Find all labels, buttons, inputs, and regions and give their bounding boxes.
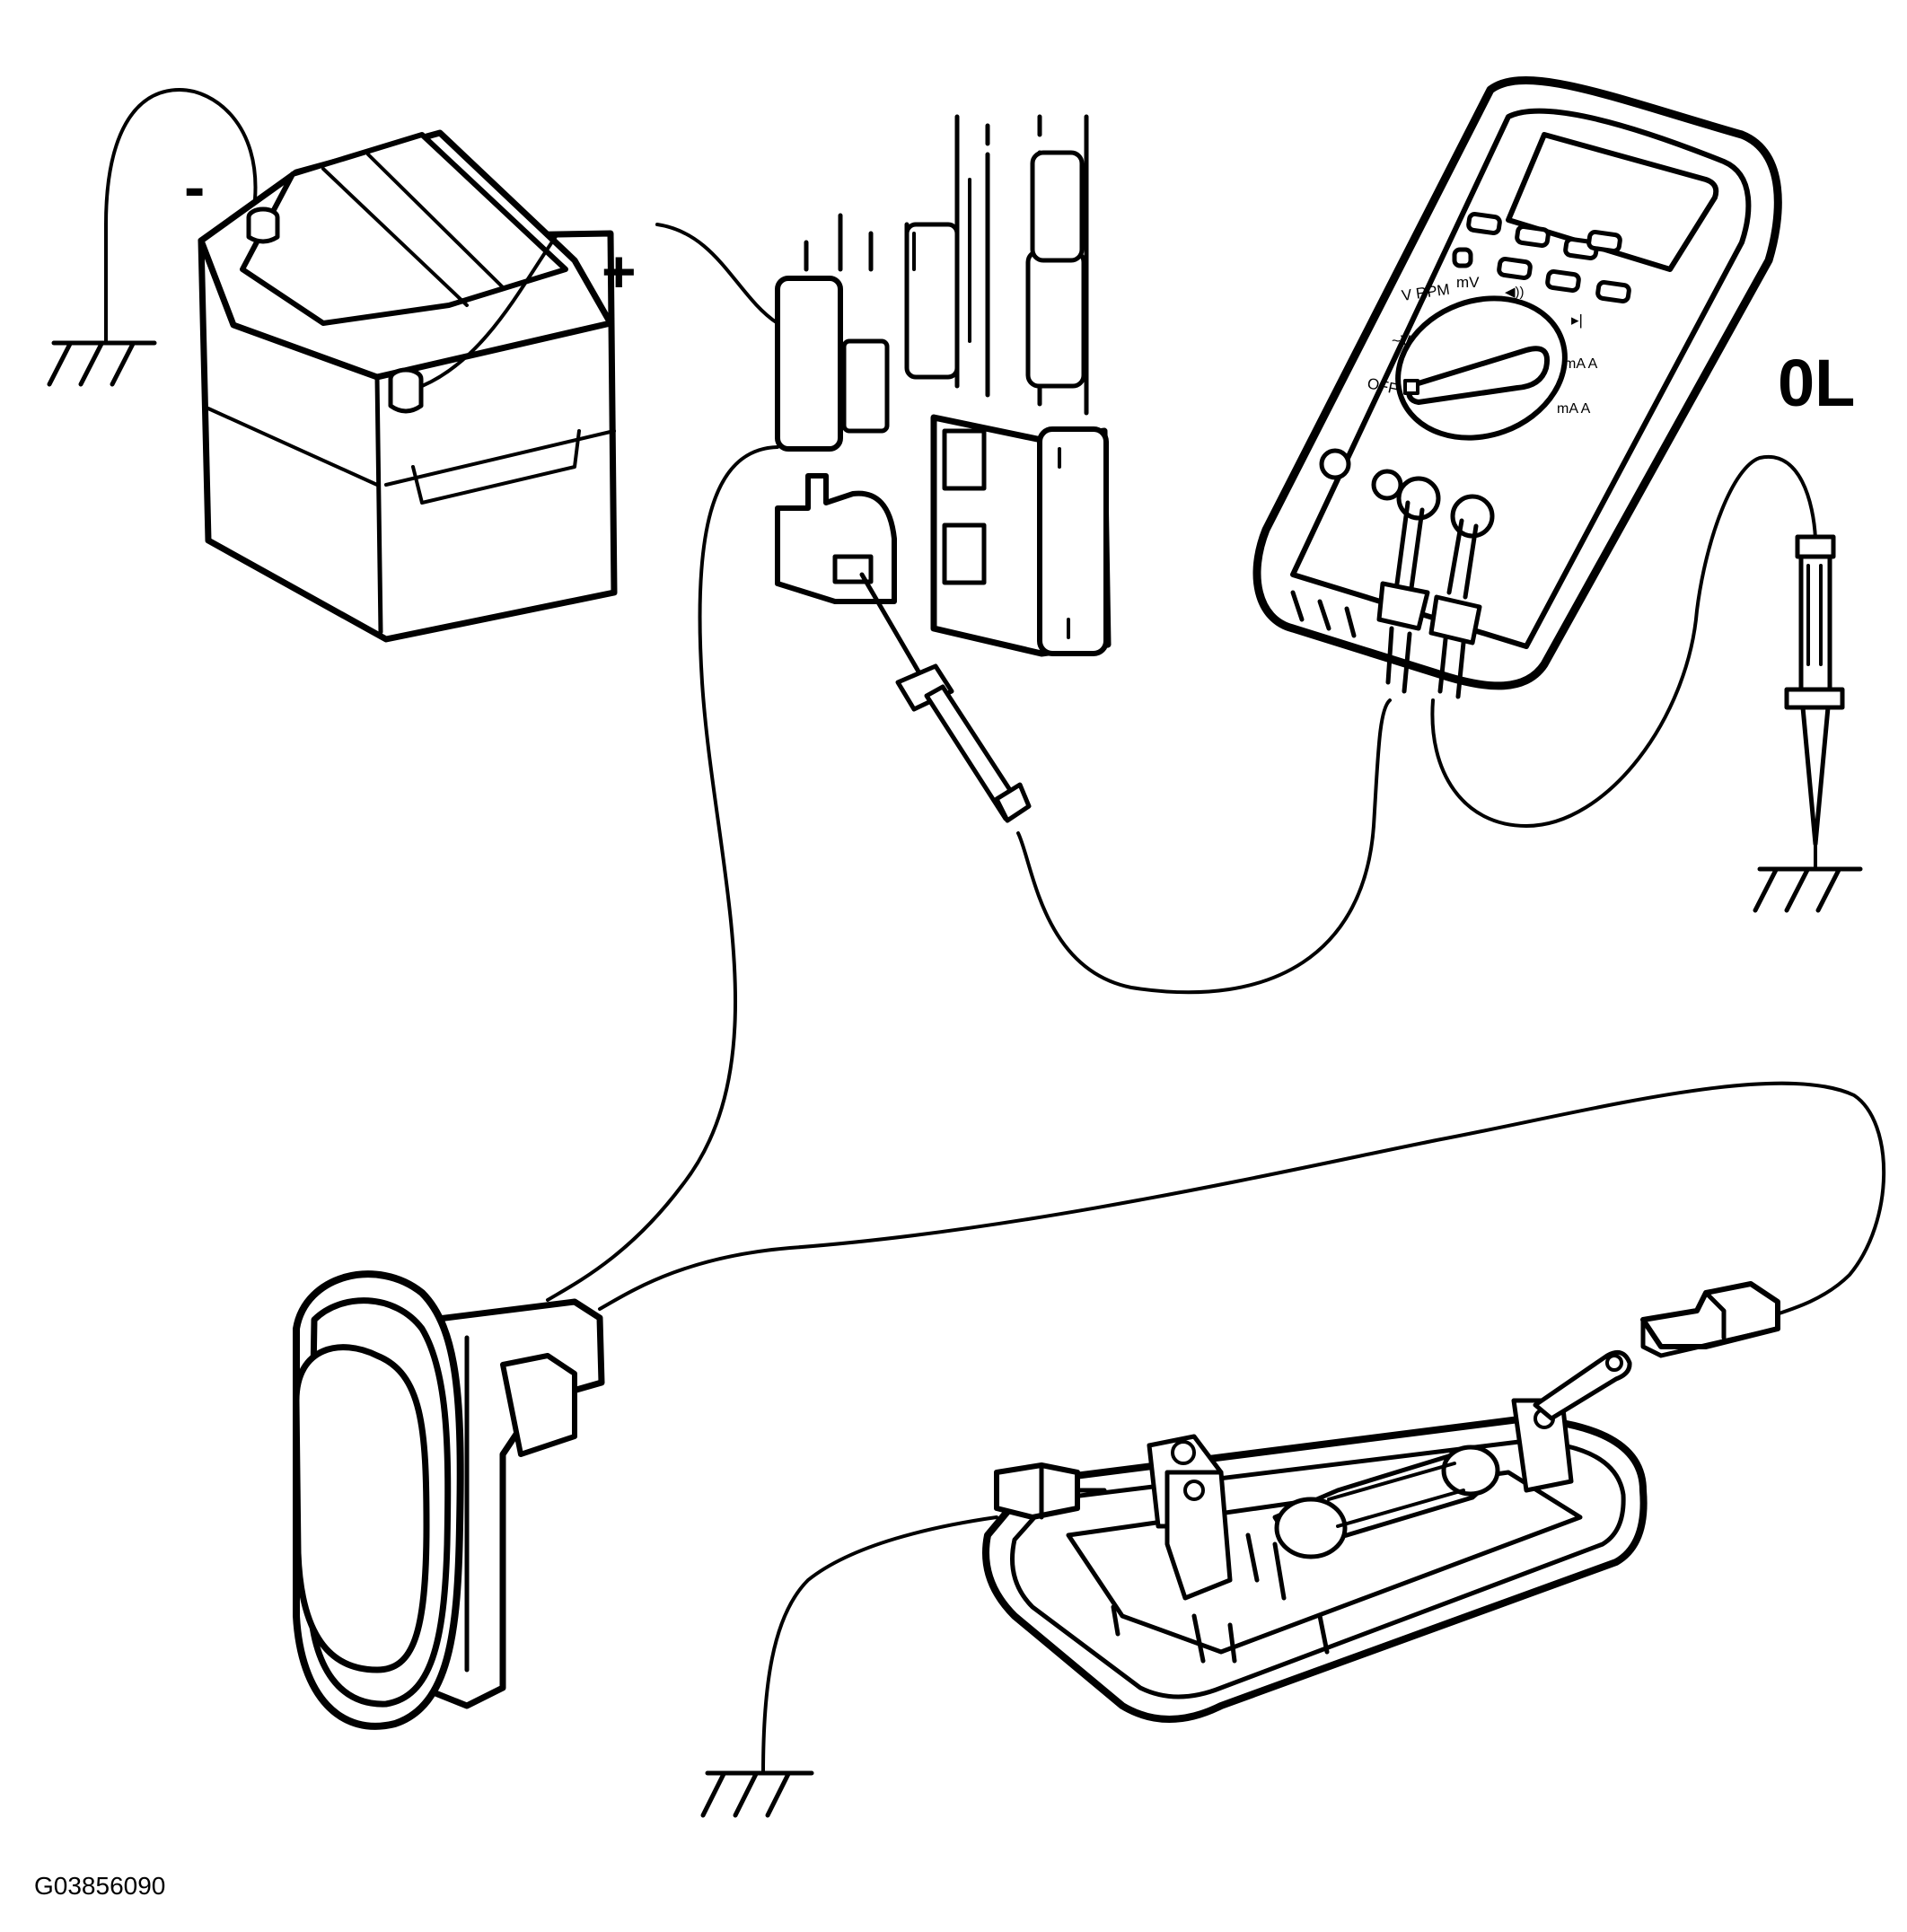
meter-buttons bbox=[1452, 211, 1631, 304]
ground-symbol-battery bbox=[47, 340, 157, 387]
dial-label-diode: ▸| bbox=[1571, 312, 1583, 329]
wire-meter-to-ground-probe bbox=[1430, 454, 1817, 828]
dial-label-v-ac: ~V bbox=[1392, 332, 1411, 349]
courtesy-lamp bbox=[982, 1349, 1648, 1723]
light-switch bbox=[293, 1270, 605, 1730]
battery-positive-terminal bbox=[388, 367, 424, 414]
dial-label-mv: mV bbox=[1456, 274, 1480, 291]
dial-label-ma-a-ac: mA A bbox=[1557, 401, 1591, 417]
fuse-holder-left bbox=[775, 276, 843, 452]
lamp-bulb bbox=[1272, 1445, 1500, 1559]
wire-switch-to-lamp-connector bbox=[598, 1081, 1886, 1322]
ground-symbol-lamp bbox=[700, 1770, 814, 1818]
multimeter: V RPM ~V OFF mV ◀)) ▸| mA A mA A 0 bbox=[1252, 76, 1855, 699]
meter-test-leads bbox=[1376, 500, 1482, 699]
ground-symbol-probe bbox=[1753, 866, 1863, 913]
battery: - + bbox=[184, 129, 637, 643]
test-probe-fuse bbox=[859, 572, 1032, 823]
lamp-connector-plug bbox=[1640, 1281, 1780, 1358]
switch-button bbox=[293, 1344, 430, 1673]
test-probe-ground bbox=[1784, 534, 1845, 871]
meter-reading: 0L bbox=[1778, 346, 1855, 420]
dial-label-continuity: ◀)) bbox=[1505, 285, 1525, 300]
wire-probe-to-meter-com bbox=[1016, 698, 1392, 995]
meter-display bbox=[1506, 132, 1719, 272]
fuse-socket bbox=[775, 473, 897, 604]
meter-dial-labels: V RPM ~V OFF mV ◀)) ▸| mA A mA A bbox=[1366, 274, 1598, 417]
wire-positive-to-fusebox bbox=[655, 223, 779, 325]
dial-label-ma-a-dc: mA A bbox=[1564, 356, 1598, 372]
wire-fusebox-to-switch bbox=[546, 445, 779, 1302]
battery-negative-label: - bbox=[184, 152, 205, 222]
fuse-box bbox=[775, 114, 1112, 657]
battery-positive-label: + bbox=[602, 238, 637, 304]
wire-lamp-to-ground bbox=[761, 1515, 998, 1775]
meter-dial-knob bbox=[1406, 346, 1550, 405]
blade-fuse bbox=[930, 414, 1112, 657]
battery-negative-terminal bbox=[246, 206, 280, 244]
figure-id: G03856090 bbox=[34, 1872, 165, 1900]
wire-battery-negative-ground bbox=[104, 88, 258, 345]
